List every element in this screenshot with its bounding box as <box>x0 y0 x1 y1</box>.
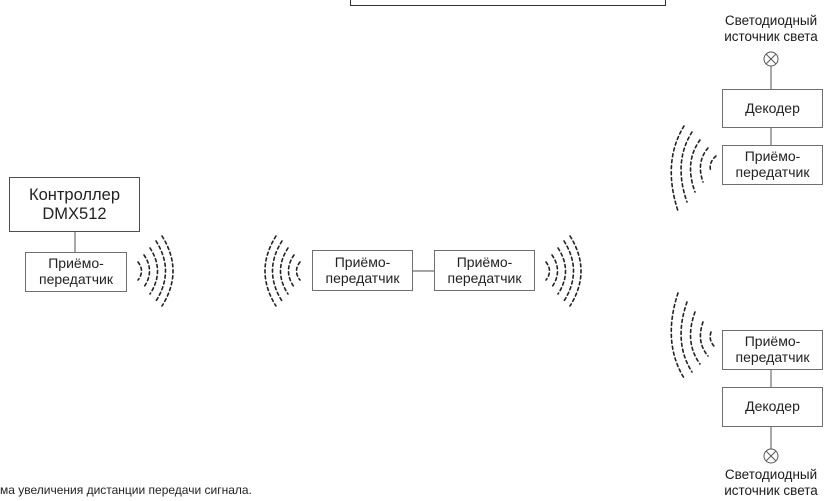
lamp-label-bottom: Светодиодный источник света <box>724 467 818 498</box>
lamp-label-top: Светодиодный источник света <box>724 13 818 44</box>
transceiver-box-bottom-receiver: Приёмо- передатчик <box>722 330 823 370</box>
signal-waves-left-icon-bottom-receiver <box>670 292 717 379</box>
controller-box: Контроллер DMX512 <box>9 177 140 232</box>
signal-waves-right-icon-relay-out <box>545 235 582 307</box>
decoder-box-bottom: Декодер <box>722 387 823 427</box>
figure-caption: ма увеличения дистанции передачи сигнала… <box>0 483 252 497</box>
transceiver-box-relay-right: Приёмо- передатчик <box>434 250 535 291</box>
lamp-icon-bottom <box>763 448 779 464</box>
transceiver-box-relay-left: Приёмо- передатчик <box>312 250 413 291</box>
lamp-icon-top <box>763 51 779 67</box>
decoder-box-top: Декодер <box>722 89 823 128</box>
transceiver-box-top-receiver: Приёмо- передатчик <box>722 145 823 185</box>
top-frame <box>350 0 666 6</box>
signal-waves-right-icon-controller <box>137 235 174 307</box>
signal-waves-left-icon-top-receiver <box>670 125 717 212</box>
signal-waves-left-icon-relay-in <box>264 235 301 307</box>
transceiver-box-controller: Приёмо- передатчик <box>25 252 127 292</box>
